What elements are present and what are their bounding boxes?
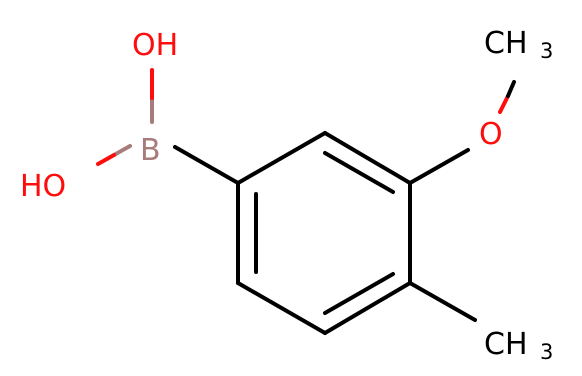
bond-c1-boron [173, 145, 240, 185]
atom-label-methoxy-methyl-subscript: 3 [540, 39, 553, 63]
methoxy-methyl-main: CH [484, 26, 528, 61]
ring-bond-c1-c2 [236, 131, 327, 185]
atom-label-boron: B [140, 133, 161, 168]
ring-double-c4-c5 [323, 272, 395, 315]
bond-boron-oh-left-oxygen-half [96, 153, 116, 166]
ring-bond-c2-c3 [323, 131, 412, 185]
ring-bond-c4-c5 [323, 281, 412, 335]
bond-oxygen-methyl-oxygen-half [498, 94, 510, 114]
bond-oxygen-methyl-carbon-half [506, 80, 516, 98]
ring-double-c2-c3 [323, 151, 395, 194]
atom-label-oxygen: O [479, 117, 503, 152]
atom-label-oh-left: HO [20, 169, 66, 204]
atom-label-ring-methyl-subscript: 3 [540, 340, 553, 364]
atom-label-methoxy-methyl: CH [484, 26, 528, 61]
ring-methyl-main: CH [484, 327, 528, 362]
atom-label-ring-methyl: CH [484, 327, 528, 362]
bonds [173, 131, 477, 335]
bond-c4-methyl [408, 281, 477, 322]
atom-label-oh-top: OH [132, 28, 178, 63]
ring-bond-c5-c6 [236, 281, 327, 335]
bond-boron-oh-left-boron-half [112, 144, 132, 157]
boron-bonds [96, 68, 516, 166]
bond-c3-oxygen [408, 148, 470, 185]
